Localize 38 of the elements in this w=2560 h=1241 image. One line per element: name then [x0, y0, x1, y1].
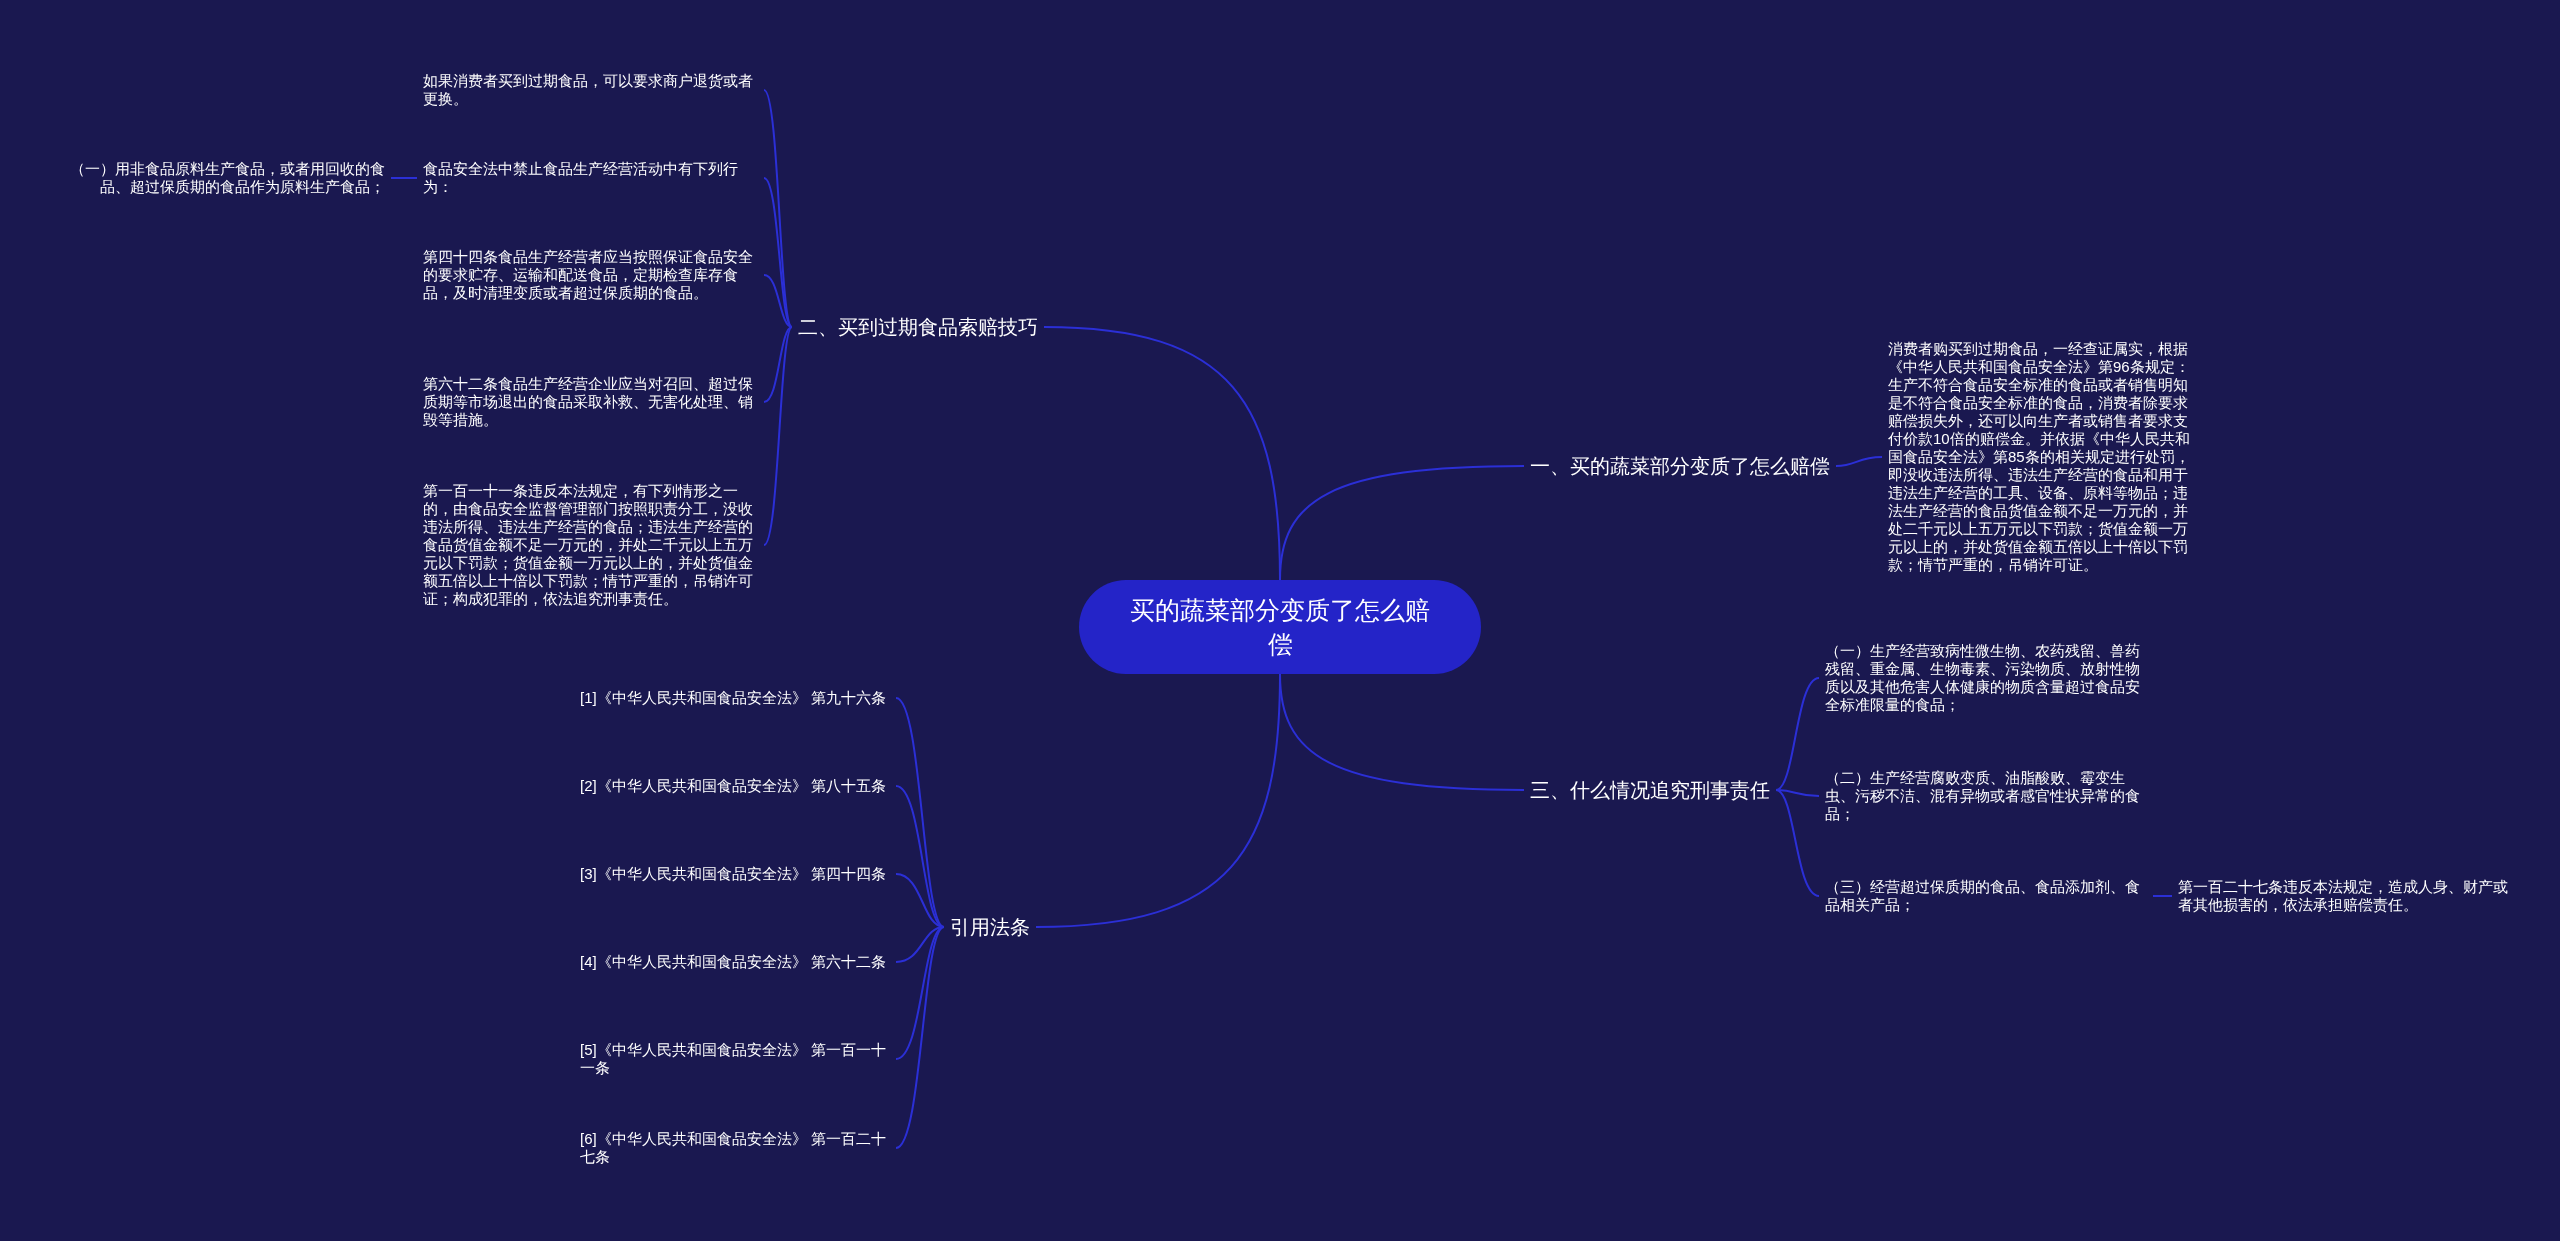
connector-line — [1775, 677, 1820, 791]
connector-line — [895, 785, 945, 928]
connector-line — [1775, 789, 1820, 797]
note-text: 第四十四条食品生产经营者应当按照保证食品安全的要求贮存、运输和配送食品，定期检查库存食品，及时清理变质或者超过保质期的食品。 — [423, 248, 758, 302]
note-text: 第一百二十七条违反本法规定，造成人身、财产或者其他损害的，依法承担赔偿责任。 — [2178, 878, 2513, 914]
connector-line — [763, 326, 793, 546]
note-text: 食品安全法中禁止食品生产经营活动中有下列行为： — [423, 160, 758, 196]
branch-topic: 引用法条 — [950, 914, 1030, 940]
note-text: 第六十二条食品生产经营企业应当对召回、超过保质期等市场退出的食品采取补救、无害化处理、销毁等措施。 — [423, 375, 758, 429]
note-text: 消费者购买到过期食品，一经查证属实，根据《中华人民共和国食品安全法》第96条规定：生产不符合食品安全标准的食品或者销售明知是不符合食品安全标准的食品，消费者除要求赔偿损失外，还可以向生产者或销售者要求支付价款10倍的赔偿金。并依据《中华人民共和国食品安全法》第85条的相关规定进行处罚，即没收违法所得、违法生产经营的食品和用于违法生产经营的工具、设备、原料等物品；违法生产经营的食品货值金额不足一万元的，并处二千元以上五万元以下罚款；货值金额一万元以上的，并处货值金额五倍以上十倍以下罚款；情节严重的，吊销许可证。 — [1888, 340, 2200, 574]
connector-line — [895, 926, 945, 1149]
connector-line — [763, 89, 793, 328]
connector-line — [1775, 789, 1820, 897]
connector-line — [1035, 673, 1281, 928]
central-topic: 买的蔬菜部分变质了怎么赔偿 — [1079, 580, 1481, 674]
branch-topic: 二、买到过期食品索赔技巧 — [798, 314, 1038, 340]
note-text: （二）生产经营腐败变质、油脂酸败、霉变生虫、污秽不洁、混有异物或者感官性状异常的食品； — [1825, 769, 2147, 823]
note-text: 如果消费者买到过期食品，可以要求商户退货或者更换。 — [423, 72, 758, 108]
connector-line — [763, 274, 793, 328]
connector-line — [2152, 895, 2173, 897]
connector-line — [390, 177, 418, 179]
branch-topic: 一、买的蔬菜部分变质了怎么赔偿 — [1530, 453, 1830, 479]
reference-text: [6]《中华人民共和国食品安全法》 第一百二十七条 — [580, 1130, 890, 1166]
note-text: 第一百一十一条违反本法规定，有下列情形之一的，由食品安全监督管理部门按照职责分工，没收违法所得、违法生产经营的食品；违法生产经营的食品货值金额不足一万元的，并处二千元以上五万元以下罚款；货值金额一万元以上的，并处货值金额五倍以上十倍以下罚款；情节严重的，吊销许可证；构成犯罪的，依法追究刑事责任。 — [423, 482, 758, 608]
connector-line — [1835, 456, 1883, 467]
reference-text: [4]《中华人民共和国食品安全法》 第六十二条 — [580, 953, 890, 971]
reference-text: [2]《中华人民共和国食品安全法》 第八十五条 — [580, 777, 890, 795]
note-text: （一）用非食品原料生产食品，或者用回收的食品、超过保质期的食品作为原料生产食品； — [60, 160, 385, 196]
connector-line — [895, 697, 945, 928]
connector-line — [763, 326, 793, 403]
note-text: （一）生产经营致病性微生物、农药残留、兽药残留、重金属、生物毒素、污染物质、放射性物质以及其他危害人体健康的物质含量超过食品安全标准限量的食品； — [1825, 642, 2147, 714]
reference-text: [3]《中华人民共和国食品安全法》 第四十四条 — [580, 865, 890, 883]
connector-line — [1043, 326, 1281, 581]
branch-topic: 三、什么情况追究刑事责任 — [1530, 777, 1770, 803]
note-text: （三）经营超过保质期的食品、食品添加剂、食品相关产品； — [1825, 878, 2147, 914]
reference-text: [5]《中华人民共和国食品安全法》 第一百一十一条 — [580, 1041, 890, 1077]
connector-line — [763, 177, 793, 328]
reference-text: [1]《中华人民共和国食品安全法》 第九十六条 — [580, 689, 890, 707]
